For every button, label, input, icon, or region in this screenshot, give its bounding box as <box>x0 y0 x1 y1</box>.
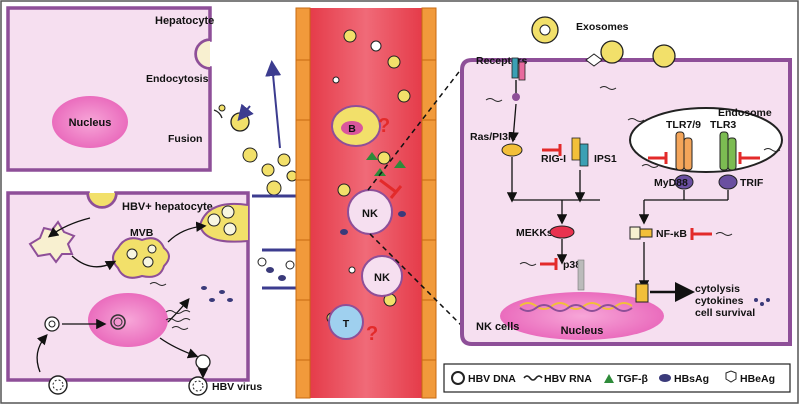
infected-hepatocyte-cell: HBV+ hepatocyte MVB <box>6 191 250 382</box>
legend: HBV DNA HBV RNA TGF-β HBsAg HBeAg <box>443 363 791 393</box>
legend-tgfb: TGF-β <box>617 373 648 385</box>
mekks-label: MEKKs <box>516 227 553 239</box>
mvb-label: MVB <box>130 227 154 239</box>
legend-hbv-rna: HBV RNA <box>544 373 592 385</box>
hepatocyte-nucleus-label: Nucleus <box>69 117 112 129</box>
tlr79-label: TLR7/9 <box>666 119 701 131</box>
outcome-cytolysis: cytolysis <box>695 283 740 295</box>
blood-vessel: B ? NK NK T ? <box>295 7 437 399</box>
zoom-line-top <box>367 67 463 191</box>
trif-label: TRIF <box>740 177 764 189</box>
t-cell-question: ? <box>366 323 378 345</box>
tlr3-label: TLR3 <box>710 119 736 131</box>
hbv-virus-label: HBV virus <box>212 381 262 393</box>
extracellular-virus-group: HBV virus <box>48 375 262 396</box>
exosomes-label: Exosomes <box>576 21 629 33</box>
legend-tgfb-icon <box>604 374 614 383</box>
myd88-label: MyD88 <box>654 177 688 189</box>
hepatocyte-nucleus <box>52 96 128 148</box>
endosome-oval <box>629 107 783 173</box>
mvb <box>112 237 170 279</box>
legend-hbeag: HBeAg <box>740 373 775 385</box>
endocytosis-label: Endocytosis <box>146 73 209 85</box>
p38-label: p38 <box>563 259 581 271</box>
nk-cell-1-label: NK <box>362 208 378 220</box>
floating-exosomes <box>237 60 298 281</box>
b-cell-label: B <box>348 123 356 135</box>
legend-dna-icon <box>451 371 465 385</box>
fusing-exosome <box>230 112 250 132</box>
hepatocyte-cell: Hepatocyte Nucleus Endocytosis Fusion <box>6 6 250 172</box>
legend-hbsag-icon <box>659 374 671 382</box>
nfkb-label: NF-κB <box>656 228 687 240</box>
nk-cell-2-label: NK <box>374 272 390 284</box>
fusion-label: Fusion <box>168 133 202 145</box>
legend-hbeag-icon <box>725 370 737 383</box>
endosome-shape <box>28 220 76 264</box>
nk-nucleus-label: Nucleus <box>561 325 604 337</box>
infected-title: HBV+ hepatocyte <box>122 201 213 213</box>
t-cell-label: T <box>343 318 350 330</box>
outcome-cell-survival: cell survival <box>695 307 755 319</box>
endosome-label: Endosome <box>718 107 772 119</box>
ras-label: Ras/PI3K <box>470 131 516 143</box>
nk-cells-label: NK cells <box>476 321 519 333</box>
legend-hbsag: HBsAg <box>674 373 709 385</box>
rig-label: RIG-I <box>541 153 566 165</box>
legend-rna-icon <box>523 375 543 381</box>
legend-hbv-dna: HBV DNA <box>468 373 516 385</box>
outcome-cytokines: cytokines <box>695 295 744 307</box>
infected-nucleus <box>88 293 168 347</box>
hepatocyte-title: Hepatocyte <box>155 15 214 27</box>
ips1-label: IPS1 <box>594 153 617 165</box>
zoom-line-bottom <box>369 233 463 327</box>
b-cell-question: ? <box>378 115 390 137</box>
nk-cell-panel: Exosomes Receptors Ras/PI3K RIG-I IPS1 E… <box>460 16 792 346</box>
